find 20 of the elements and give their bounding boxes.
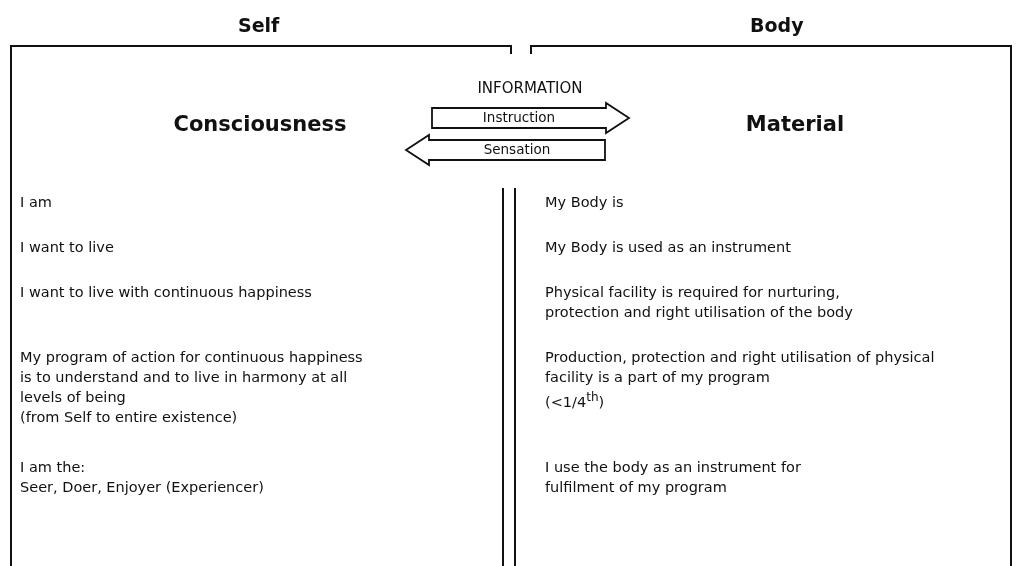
statement-text: I want to live with continuous happiness <box>20 283 313 302</box>
statement-text: I am <box>20 193 53 212</box>
statement-text: I use the body as an instrument for fulfilment of my program <box>545 458 802 497</box>
block-arrow: Instruction <box>430 102 630 134</box>
statement-text: Seer, Doer, Enjoyer (Experiencer) <box>20 478 265 497</box>
statement-text: My Body is <box>545 193 625 212</box>
statement-text: I want to live <box>20 238 115 257</box>
column-heading: Body <box>750 14 804 36</box>
statement-text: Production, protection and right utilisation of physical facility is a part of my program <box>545 348 936 387</box>
section-heading: Consciousness <box>173 112 347 136</box>
flow-label: INFORMATION <box>476 78 584 98</box>
statement-text: My program of action for continuous happiness is to understand and to live in harmony at all levels of being <box>20 348 364 407</box>
section-heading: Material <box>745 112 845 136</box>
statement-text: (from Self to entire existence) <box>20 408 239 427</box>
statement-text: My Body is used as an instrument <box>545 238 792 257</box>
statement-text: (<1/4$^{th}$) <box>545 389 606 412</box>
statement-text: Physical facility is required for nurturing, protection and right utilisation of the body <box>545 283 854 322</box>
column-heading: Self <box>238 14 280 36</box>
statement-text: I am the: <box>20 458 87 477</box>
block-arrow: Sensation <box>405 134 607 166</box>
